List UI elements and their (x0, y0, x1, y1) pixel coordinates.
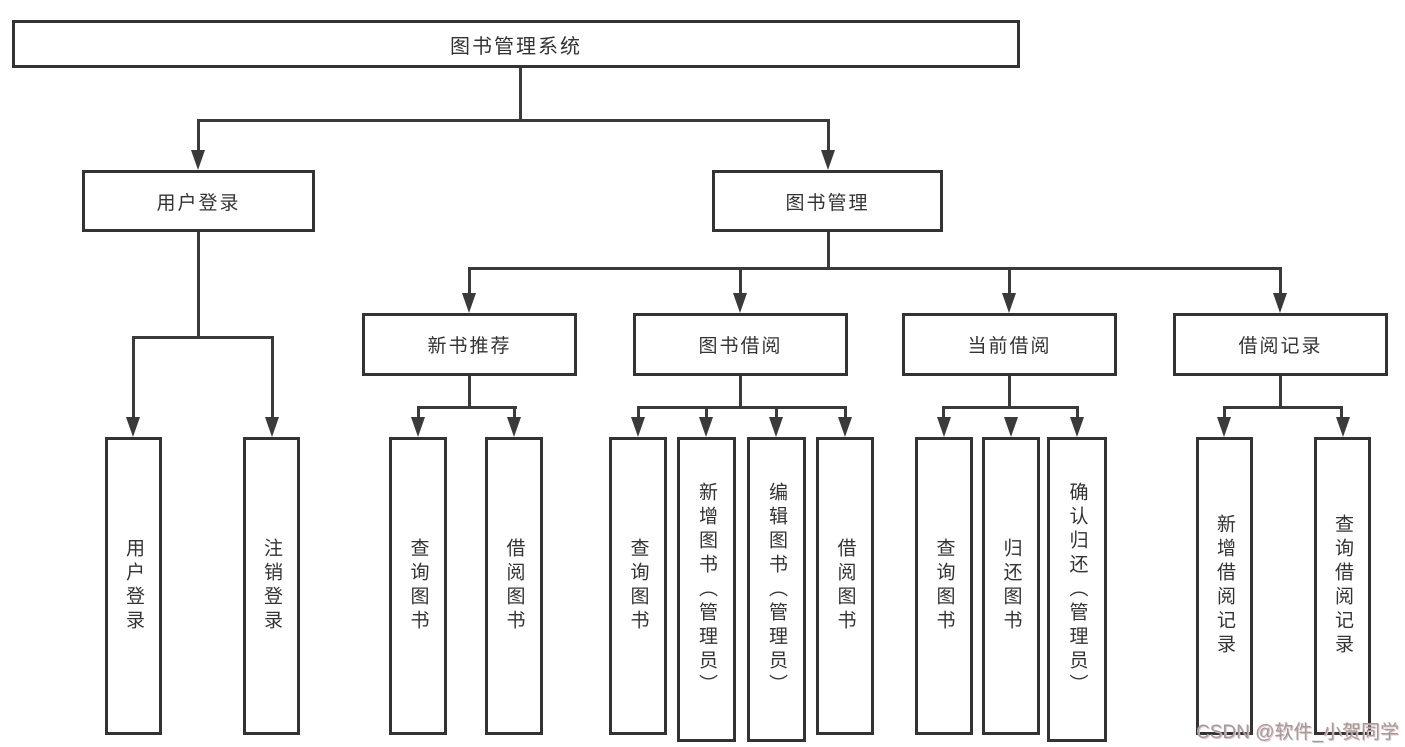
connector-vline (1076, 406, 1079, 421)
node-current-borrowing: 当前借阅 (902, 313, 1117, 376)
node-book-borrowing: 图书借阅 (633, 313, 848, 376)
arrow-down-icon (733, 293, 747, 313)
node-new-book-recommendation: 新书推荐 (362, 313, 577, 376)
arrow-down-icon (821, 150, 835, 170)
connector-vline (705, 406, 708, 421)
node-library-management-system: 图书管理系统 (12, 20, 1020, 68)
arrow-down-icon (699, 417, 713, 437)
arrow-down-icon (1336, 417, 1350, 437)
leaf-query-books: 查询图书 (915, 437, 973, 735)
arrow-down-icon (937, 417, 951, 437)
connector-vline (739, 376, 742, 409)
leaf-confirm-return-admin: 确认归还（管理员） (1047, 437, 1107, 742)
connector-vline (417, 406, 420, 421)
connector-vline (1008, 267, 1011, 297)
arrow-down-icon (126, 417, 140, 437)
leaf-edit-book-admin: 编辑图书（管理员） (747, 437, 806, 742)
arrow-down-icon (1002, 293, 1016, 313)
arrow-down-icon (838, 417, 852, 437)
connector-hline (1223, 406, 1343, 409)
connector-hline (942, 406, 1079, 409)
connector-vline (827, 232, 830, 270)
connector-hline (132, 336, 274, 339)
connector-vline (844, 406, 847, 421)
connector-hline (637, 406, 847, 409)
connector-vline (519, 68, 522, 121)
arrow-down-icon (1217, 417, 1231, 437)
leaf-query-books: 查询图书 (609, 437, 667, 735)
leaf-return-book: 归还图书 (982, 437, 1040, 735)
arrow-down-icon (507, 417, 521, 437)
connector-vline (271, 336, 274, 421)
connector-vline (637, 406, 640, 421)
arrow-down-icon (1004, 417, 1018, 437)
connector-vline (468, 376, 471, 409)
node-borrowing-records: 借阅记录 (1173, 313, 1388, 376)
arrow-down-icon (411, 417, 425, 437)
connector-vline (739, 267, 742, 297)
arrow-down-icon (1070, 417, 1084, 437)
connector-vline (468, 267, 471, 297)
connector-vline (1279, 376, 1282, 409)
leaf-user-login: 用户登录 (105, 437, 162, 735)
leaf-query-borrowing-record: 查询借阅记录 (1314, 437, 1371, 735)
leaf-add-borrowing-record: 新增借阅记录 (1196, 437, 1253, 735)
connector-hline (197, 119, 830, 122)
node-user-login: 用户登录 (82, 170, 315, 232)
connector-hline (468, 267, 1282, 270)
leaf-add-book-admin: 新增图书（管理员） (677, 437, 736, 742)
connector-hline (417, 406, 517, 409)
connector-vline (1223, 406, 1226, 421)
connector-vline (942, 406, 945, 421)
connector-vline (775, 406, 778, 421)
connector-vline (1008, 376, 1011, 409)
connector-vline (827, 119, 830, 155)
leaf-logout: 注销登录 (243, 437, 300, 735)
arrow-down-icon (631, 417, 645, 437)
leaf-borrow-books: 借阅图书 (816, 437, 874, 735)
connector-vline (1279, 267, 1282, 297)
arrow-down-icon (191, 150, 205, 170)
leaf-borrow-books: 借阅图书 (485, 437, 543, 735)
arrow-down-icon (769, 417, 783, 437)
connector-vline (197, 232, 200, 339)
arrow-down-icon (1273, 293, 1287, 313)
arrow-down-icon (462, 293, 476, 313)
leaf-query-books: 查询图书 (389, 437, 447, 735)
connector-vline (132, 336, 135, 421)
connector-vline (197, 119, 200, 155)
arrow-down-icon (265, 417, 279, 437)
node-book-management: 图书管理 (712, 170, 943, 232)
csdn-watermark: CSDN @软件_小贺同学 (1196, 722, 1399, 743)
connector-vline (513, 406, 516, 421)
connector-vline (1340, 406, 1343, 421)
